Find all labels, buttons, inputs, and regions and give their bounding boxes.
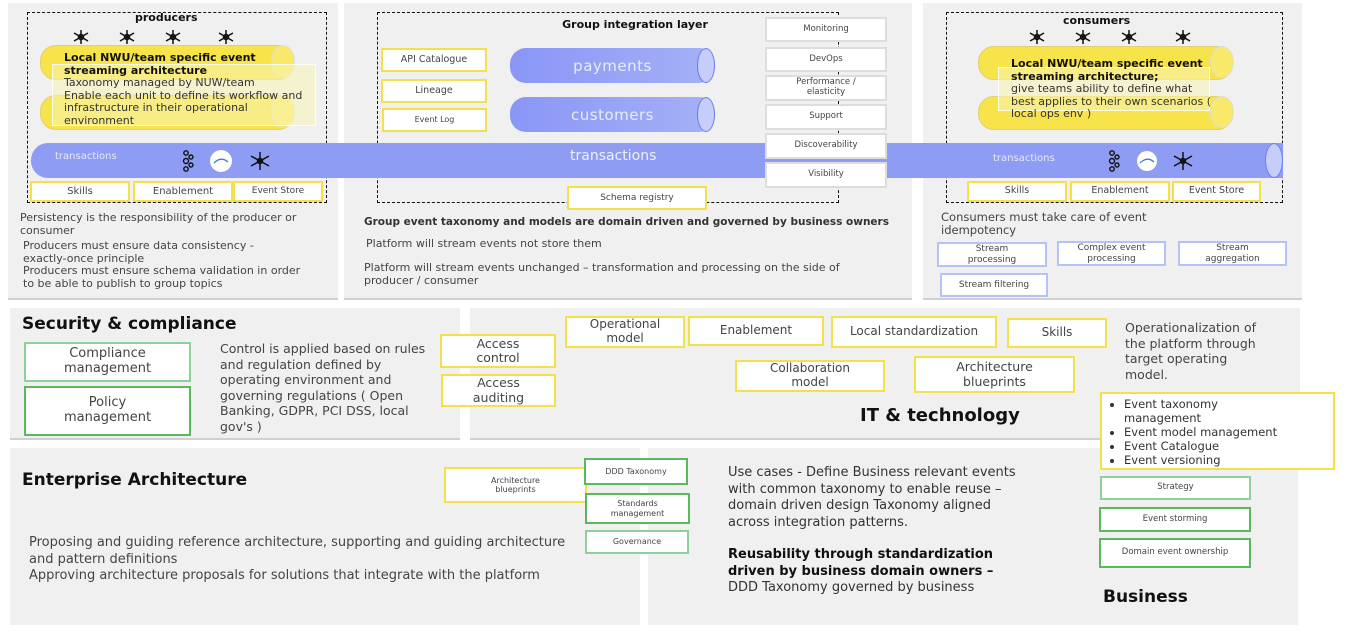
- lineage-box: Lineage: [381, 79, 487, 103]
- producers-note-2: Producers must ensure data consistency -…: [23, 239, 254, 265]
- business-text-2: Reusability through standardization driv…: [728, 547, 994, 579]
- cloud-stream-icon: [1137, 151, 1157, 171]
- producer-hub-icons: [73, 30, 234, 44]
- consumers-transactions-label: transactions: [993, 153, 1055, 164]
- consumers-heading: Local NWU/team specific event streaming …: [1011, 57, 1203, 83]
- domain-event-ownership-box: Domain event ownership: [1099, 538, 1251, 568]
- ea-title: Enterprise Architecture: [22, 470, 248, 490]
- event-storming-box: Event storming: [1099, 507, 1251, 532]
- consumers-enablement-chip: Enablement: [1070, 181, 1170, 202]
- it-enablement-box: Enablement: [688, 316, 824, 346]
- api-catalogue-box: API Catalogue: [381, 48, 487, 72]
- access-control-box: Access control: [440, 334, 556, 368]
- strategy-box: Strategy: [1100, 476, 1251, 500]
- producers-skills-chip: Skills: [30, 181, 130, 202]
- operational-model-box: Operational model: [565, 316, 685, 348]
- devops-box: DevOps: [765, 47, 887, 72]
- producer-tech-icons: [182, 150, 270, 172]
- producers-note-3: Producers must ensure schema validation …: [23, 264, 301, 290]
- bullet-item: Event versioning: [1124, 453, 1329, 467]
- payments-label: payments: [573, 56, 652, 75]
- visibility-box: Visibility: [765, 162, 887, 188]
- ea-line-2: Approving architecture proposals for sol…: [29, 568, 540, 583]
- stream-filtering-box: Stream filtering: [940, 273, 1048, 297]
- policy-management-box: Policy management: [24, 386, 191, 436]
- producers-title: producers: [135, 11, 198, 24]
- cloud-stream-icon: [210, 150, 232, 172]
- stream-aggregation-box: Stream aggregation: [1178, 241, 1287, 266]
- discoverability-box: Discoverability: [765, 133, 887, 159]
- producers-event-store-chip: Event Store: [233, 181, 323, 202]
- consumer-hub-icons: [1029, 30, 1191, 44]
- event-management-list: Event taxonomy management Event model ma…: [1100, 392, 1335, 470]
- group-note-3: Platform will stream events unchanged – …: [364, 261, 840, 287]
- performance-box: Performance / elasticity: [765, 75, 887, 101]
- consumers-event-store-chip: Event Store: [1172, 181, 1261, 202]
- security-text: Control is applied based on rules and re…: [220, 341, 426, 434]
- access-auditing-box: Access auditing: [441, 374, 556, 407]
- transactions-cylinder-cap: [1265, 143, 1283, 178]
- transactions-stream-bar: [31, 143, 1283, 178]
- customers-label: customers: [571, 105, 654, 124]
- local-standardization-box: Local standardization: [831, 316, 997, 348]
- bullet-item: Event taxonomy management: [1124, 397, 1254, 425]
- group-note-1: Group event taxonomy and models are doma…: [364, 216, 889, 228]
- governance-box: Governance: [585, 530, 689, 554]
- ddd-taxonomy-box: DDD Taxonomy: [584, 458, 688, 485]
- bullet-item: Event Catalogue: [1124, 439, 1329, 453]
- producers-enablement-chip: Enablement: [133, 181, 233, 202]
- producers-overlay: [52, 64, 316, 126]
- hub-icon: [1029, 30, 1191, 44]
- payments-topic: payments: [510, 48, 715, 83]
- business-title: Business: [1103, 587, 1188, 607]
- it-title: IT & technology: [860, 405, 1020, 426]
- consumers-skills-chip: Skills: [967, 181, 1067, 202]
- it-text: Operationalization of the platform throu…: [1125, 320, 1256, 383]
- support-box: Support: [765, 104, 887, 130]
- consumers-overlay: [998, 67, 1210, 111]
- producers-line-2: Enable each unit to define its workflow …: [64, 88, 303, 127]
- business-text-1: Use cases - Define Business relevant eve…: [728, 465, 1016, 530]
- consumer-tech-icons: [1108, 150, 1193, 172]
- business-text-3: DDD Taxonomy governed by business: [728, 580, 975, 595]
- producers-line-1: Taxonomy managed by NUW/team: [64, 76, 255, 89]
- consumers-lines: give teams ability to define what best a…: [1011, 82, 1212, 120]
- hub-icon: [1173, 152, 1193, 170]
- consumers-boundary: [946, 12, 1283, 203]
- hub-icon: [73, 30, 234, 44]
- group-title: Group integration layer: [562, 18, 708, 31]
- schema-registry-box: Schema registry: [567, 186, 707, 210]
- group-note-2: Platform will stream events not store th…: [366, 237, 602, 250]
- ea-line-1: Proposing and guiding reference architec…: [29, 535, 566, 567]
- consumers-title: consumers: [1063, 14, 1131, 27]
- it-architecture-blueprints-box: Architecture blueprints: [914, 356, 1075, 393]
- event-log-box: Event Log: [382, 108, 487, 132]
- group-transactions-label: transactions: [570, 148, 657, 164]
- complex-event-processing-box: Complex event processing: [1057, 241, 1166, 266]
- monitoring-box: Monitoring: [765, 17, 887, 42]
- hub-icon: [250, 152, 270, 170]
- producers-heading: Local NWU/team specific event streaming …: [64, 51, 256, 77]
- bullet-item: Event model management: [1124, 425, 1329, 439]
- it-skills-box: Skills: [1007, 318, 1107, 348]
- compliance-management-box: Compliance management: [24, 342, 191, 382]
- customers-topic: customers: [510, 97, 715, 132]
- collaboration-model-box: Collaboration model: [735, 360, 885, 392]
- ea-architecture-blueprints-box: Architecture blueprints: [444, 467, 587, 503]
- security-title: Security & compliance: [22, 314, 237, 334]
- producers-note-1: Persistency is the responsibility of the…: [20, 211, 297, 237]
- kafka-icon: [1108, 150, 1120, 172]
- producers-boundary: [27, 12, 327, 203]
- standards-management-box: Standards management: [585, 493, 690, 524]
- producers-transactions-label: transactions: [55, 151, 117, 162]
- stream-processing-box: Stream processing: [937, 242, 1047, 267]
- consumers-note: Consumers must take care of event idempo…: [941, 210, 1147, 237]
- kafka-icon: [182, 150, 194, 172]
